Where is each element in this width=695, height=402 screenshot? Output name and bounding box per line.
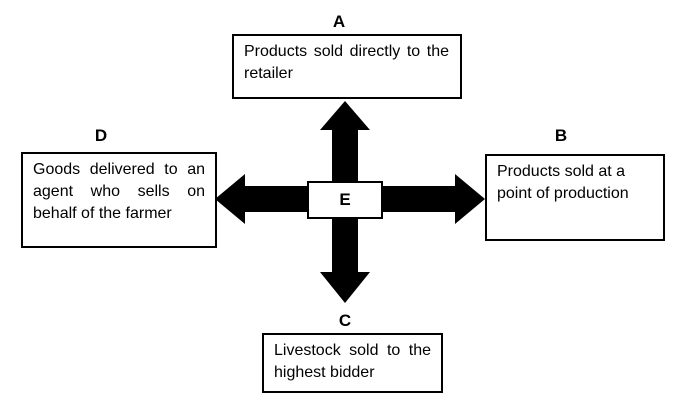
box-d: Goods delivered to an agent who sells on… [21, 152, 217, 248]
box-b-text: Products sold at a point of production [497, 163, 629, 202]
label-b: B [554, 126, 568, 145]
arrow-down-to-c [320, 214, 370, 303]
box-a: Products sold directly to the retailer [232, 34, 462, 99]
box-a-text: Products sold directly to the retailer [244, 43, 449, 82]
center-box-e: E [307, 181, 383, 219]
center-label-e: E [339, 190, 351, 209]
box-c: Livestock sold to the highest bidder [262, 333, 443, 393]
arrow-up-to-a [320, 101, 370, 186]
label-c: C [338, 311, 352, 330]
arrow-right-to-b [380, 174, 485, 224]
arrow-left-to-d [215, 174, 310, 224]
label-a: A [332, 12, 346, 31]
box-c-text: Livestock sold to the highest bidder [274, 342, 431, 381]
box-d-text: Goods delivered to an agent who sells on… [33, 161, 205, 222]
label-d: D [94, 126, 108, 145]
box-b: Products sold at a point of production [485, 154, 665, 241]
